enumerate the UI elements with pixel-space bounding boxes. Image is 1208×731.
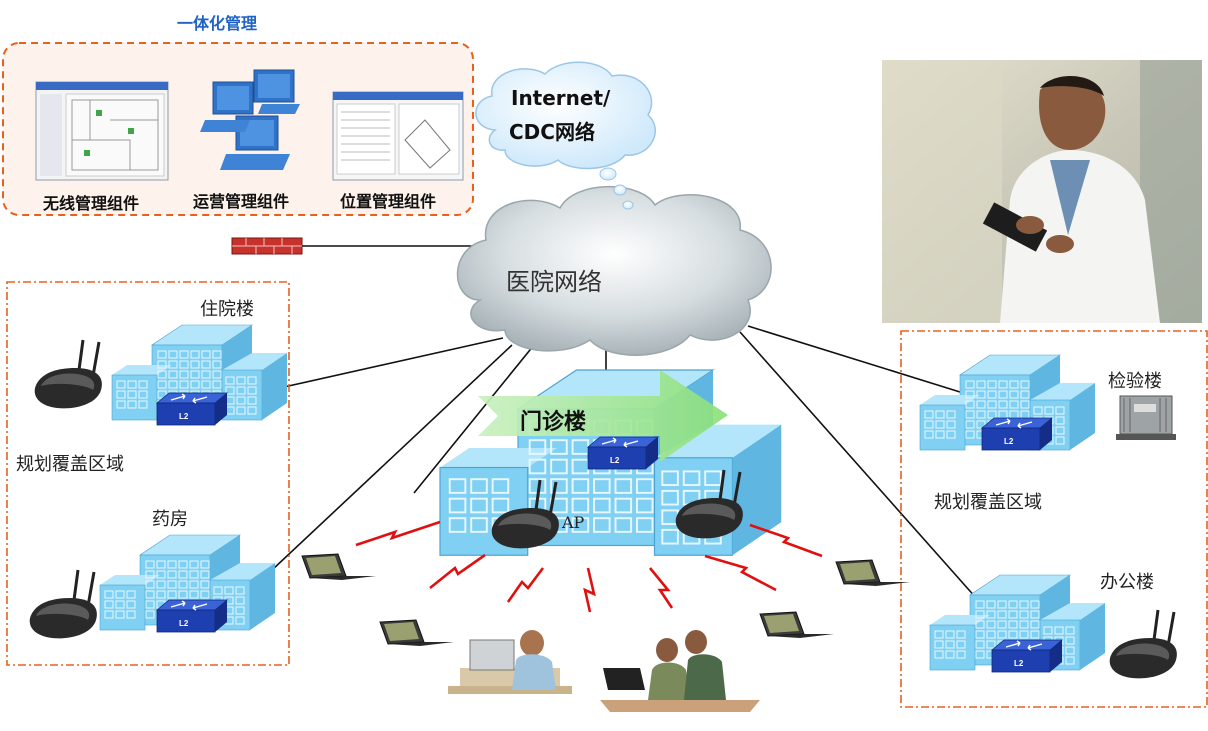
access-point-office bbox=[1109, 609, 1177, 679]
wireless-mgmt-screenshot bbox=[35, 81, 169, 181]
outpatient-arrow bbox=[478, 370, 728, 462]
laptop-3 bbox=[759, 611, 834, 638]
access-point-outpatient-left bbox=[491, 479, 559, 549]
laptop-4 bbox=[835, 559, 910, 586]
laptop-2 bbox=[379, 619, 454, 646]
operations-mgmt-computers-icon bbox=[200, 69, 300, 170]
user-at-computer bbox=[448, 630, 572, 694]
switch-l2-label: L2 bbox=[1004, 437, 1014, 446]
laptop-1 bbox=[301, 553, 376, 580]
location-mgmt-label: 位置管理组件 bbox=[340, 192, 437, 211]
switch-lab: L2 bbox=[980, 417, 1054, 451]
coverage-area-left bbox=[6, 281, 290, 666]
access-point-pharmacy bbox=[29, 569, 97, 639]
bubble-small bbox=[599, 167, 617, 181]
access-point-outpatient-right bbox=[675, 469, 743, 539]
inpatient-label: 住院楼 bbox=[200, 299, 254, 320]
location-mgmt-screenshot bbox=[332, 91, 464, 181]
outpatient-label: 门诊楼 bbox=[520, 410, 587, 435]
doctor-photo bbox=[882, 60, 1202, 323]
coverage-area-right bbox=[900, 330, 1208, 708]
pharmacy-label: 药房 bbox=[152, 509, 188, 530]
firewall-icon bbox=[231, 237, 303, 255]
switch-l2-label: L2 bbox=[179, 412, 189, 421]
hospital-network-cloud bbox=[456, 185, 772, 356]
internet-label-line2: CDC网络 bbox=[509, 120, 595, 144]
switch-inpatient: L2 bbox=[155, 392, 229, 426]
operations-mgmt-label: 运营管理组件 bbox=[193, 192, 290, 211]
switch-office: L2 bbox=[990, 639, 1064, 673]
bubble-small bbox=[613, 184, 627, 196]
wireless-controller-device bbox=[1116, 395, 1176, 440]
wireless-signals bbox=[355, 520, 823, 613]
coverage-label-right: 规划覆盖区域 bbox=[934, 492, 1042, 513]
building-pharmacy bbox=[99, 534, 275, 631]
switch-l2-label: L2 bbox=[1014, 659, 1024, 668]
switch-outpatient: L2 bbox=[586, 436, 660, 470]
management-title: 一体化管理 bbox=[177, 14, 258, 33]
lab-label: 检验楼 bbox=[1108, 371, 1162, 392]
access-point-inpatient bbox=[34, 339, 102, 409]
internet-label-line1: Internet/ bbox=[511, 86, 611, 110]
office-label: 办公楼 bbox=[1100, 572, 1154, 593]
hospital-network-label: 医院网络 bbox=[506, 268, 602, 296]
coverage-label-left: 规划覆盖区域 bbox=[16, 454, 124, 475]
ap-label: AP bbox=[562, 513, 585, 532]
switch-pharmacy: L2 bbox=[155, 599, 229, 633]
bubble-small bbox=[622, 200, 634, 210]
internet-cloud bbox=[475, 61, 656, 170]
wireless-mgmt-label: 无线管理组件 bbox=[43, 194, 140, 213]
switch-l2-label: L2 bbox=[179, 619, 189, 628]
users-with-laptop bbox=[600, 630, 760, 712]
switch-l2-label: L2 bbox=[610, 456, 620, 465]
